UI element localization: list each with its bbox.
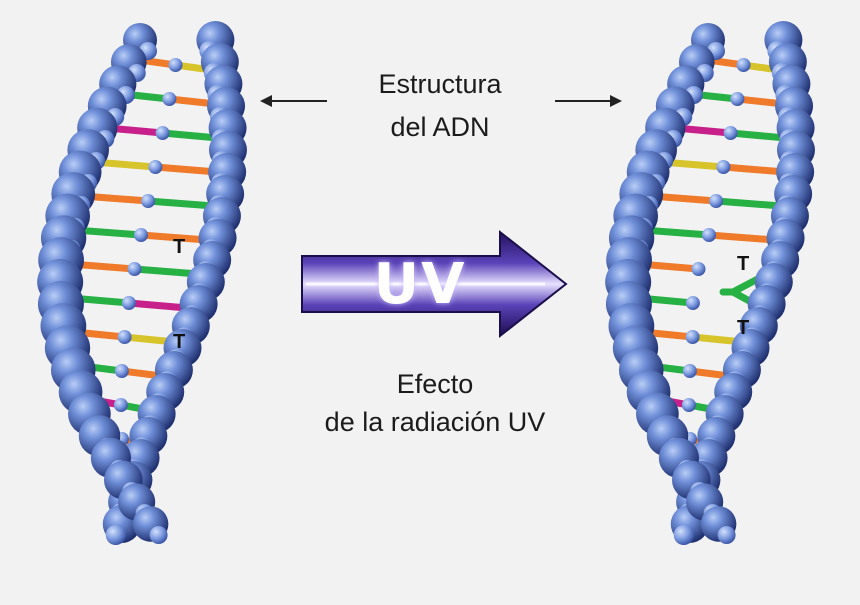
left-thymine-label-1: T: [173, 236, 186, 258]
base-pair-node: [691, 262, 706, 276]
effect-label-line1: Efecto: [396, 369, 474, 399]
base-pair-node: [685, 296, 700, 310]
left-thymine-label-2: T: [173, 331, 186, 353]
backbone-link: [673, 525, 694, 545]
base-pair-node: [723, 126, 738, 140]
base-pair-rung: [130, 265, 202, 278]
structure-label-line1: Estructura: [378, 69, 502, 99]
base-pair-node: [736, 58, 751, 72]
base-pair-node: [117, 330, 132, 344]
base-pair-rung: [144, 197, 218, 210]
base-pair-node: [681, 398, 696, 412]
base-pair-node: [155, 126, 170, 140]
base-pair-node: [162, 92, 177, 106]
base-pair-rung: [125, 299, 191, 312]
base-pair-rung: [71, 226, 145, 239]
right-thymine-label-2: T: [737, 317, 750, 339]
base-pair-node: [702, 228, 717, 242]
backbone-link: [149, 526, 168, 544]
uv-arrow-icon: [301, 229, 568, 339]
base-pair-node: [730, 92, 745, 106]
right-arrow-icon: [555, 95, 622, 107]
base-pair-rung: [712, 197, 786, 210]
backbone-link: [105, 525, 126, 545]
base-pair-node: [141, 194, 156, 208]
base-pair-node: [685, 330, 700, 344]
base-pair-node: [114, 364, 129, 378]
base-pair-node: [113, 398, 128, 412]
base-pair-rung: [705, 231, 779, 244]
base-pair-node: [134, 228, 149, 242]
dna-helix-normal: [37, 21, 247, 545]
backbone-link: [717, 526, 736, 544]
base-pair-node: [148, 160, 163, 174]
base-pair-rung: [719, 163, 789, 176]
base-pair-rung: [151, 163, 221, 176]
base-pair-rung: [159, 129, 222, 142]
left-arrow-icon: [260, 95, 327, 107]
base-pair-rung: [137, 231, 211, 244]
base-pair-node: [709, 194, 724, 208]
structure-label-line2: del ADN: [390, 112, 490, 142]
base-pair-rung: [639, 226, 713, 239]
base-pair-node: [127, 262, 142, 276]
effect-label-line2: de la radiación UV: [324, 407, 546, 437]
uv-label: UV: [373, 252, 467, 317]
base-pair-node: [682, 364, 697, 378]
base-pair-node: [121, 296, 136, 310]
dna-helix-damaged: [605, 21, 815, 545]
base-pair-node: [716, 160, 731, 174]
right-thymine-label-1: T: [737, 253, 750, 275]
base-pair-node: [168, 58, 183, 72]
base-pair-rung: [727, 129, 790, 142]
